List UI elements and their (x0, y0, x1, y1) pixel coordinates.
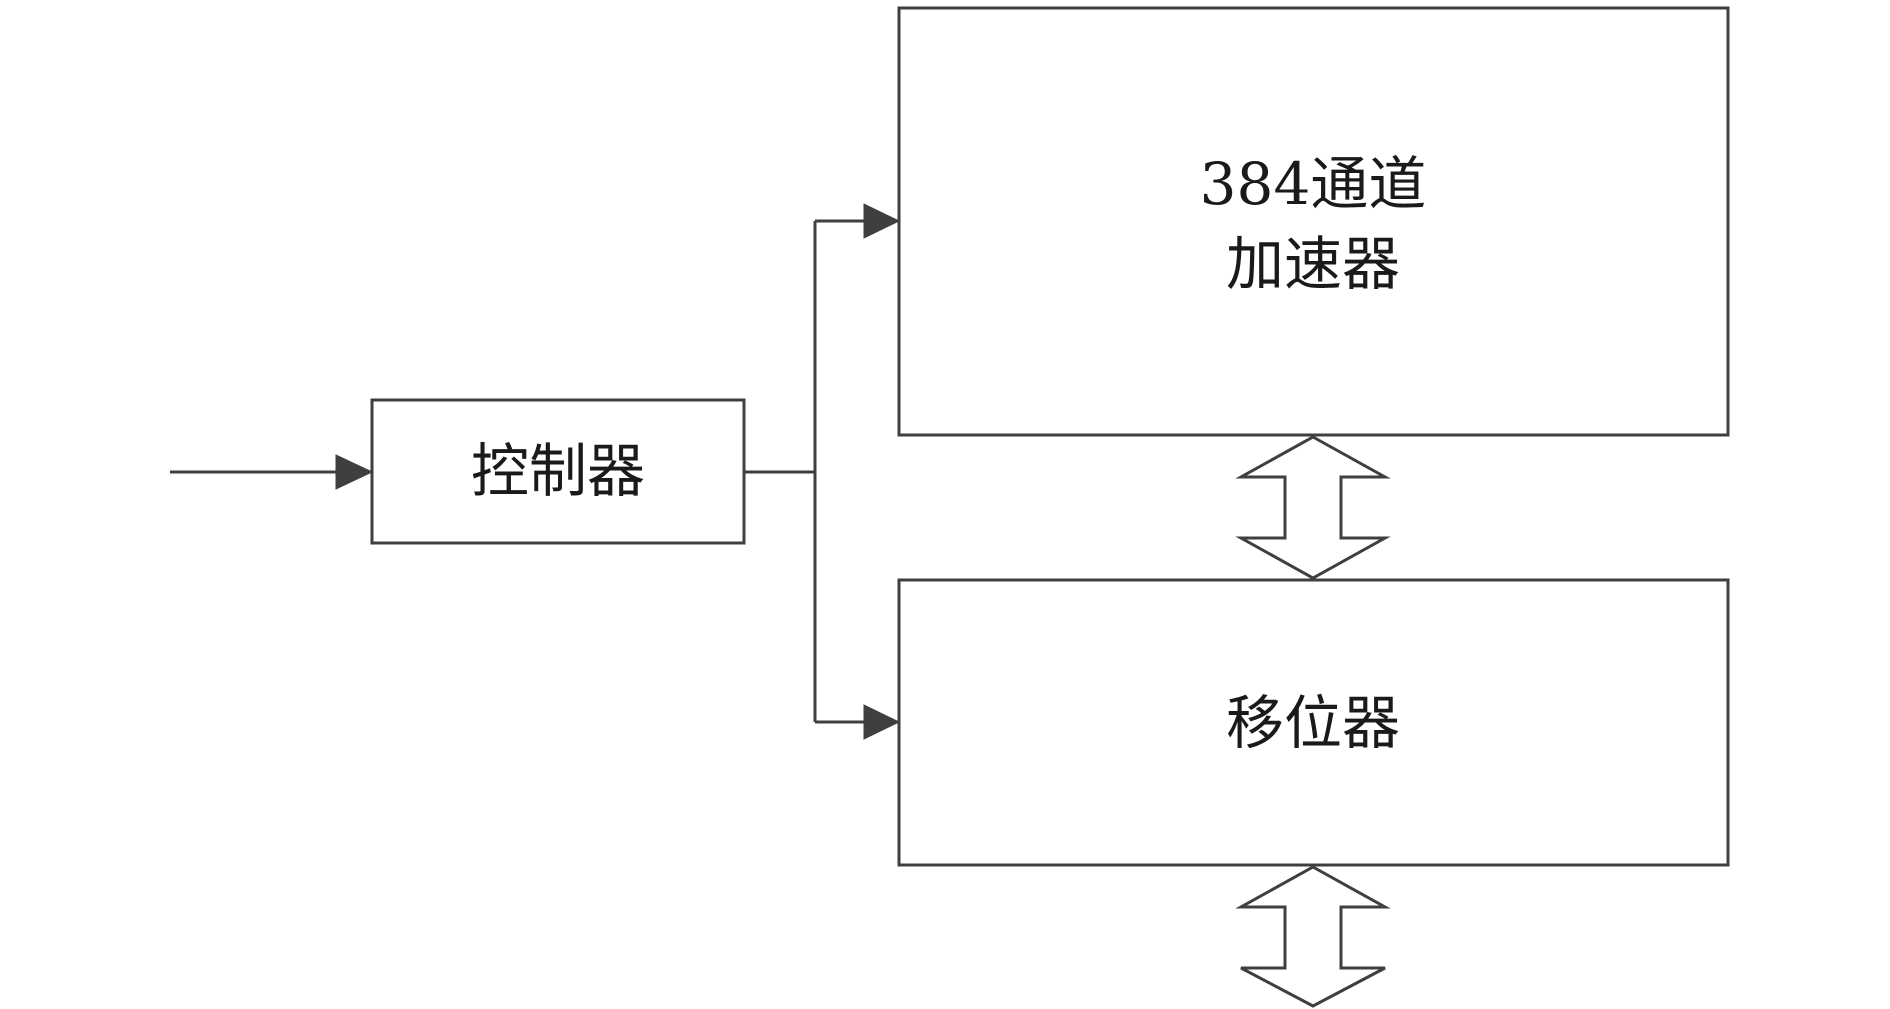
accelerator-label-line1: 384通道 (1200, 150, 1427, 218)
shifter-node: 移位器 (897, 578, 1730, 867)
shifter-box (897, 578, 1730, 867)
input-edge (170, 454, 374, 490)
accelerator-shifter-bidirectional-arrow (1235, 435, 1391, 580)
controller-branch-edges (744, 203, 901, 740)
controller-label: 控制器 (471, 437, 645, 505)
accelerator-box (897, 6, 1730, 437)
input-arrowhead (335, 454, 374, 490)
accelerator-arrowhead (863, 203, 901, 239)
shifter-output-bidirectional-arrow (1235, 865, 1391, 1008)
accelerator-node: 384通道 加速器 (897, 6, 1730, 437)
shifter-arrowhead (863, 704, 901, 740)
controller-node: 控制器 (370, 398, 746, 545)
accelerator-label-line2: 加速器 (1226, 230, 1400, 298)
shifter-label: 移位器 (1226, 689, 1400, 757)
